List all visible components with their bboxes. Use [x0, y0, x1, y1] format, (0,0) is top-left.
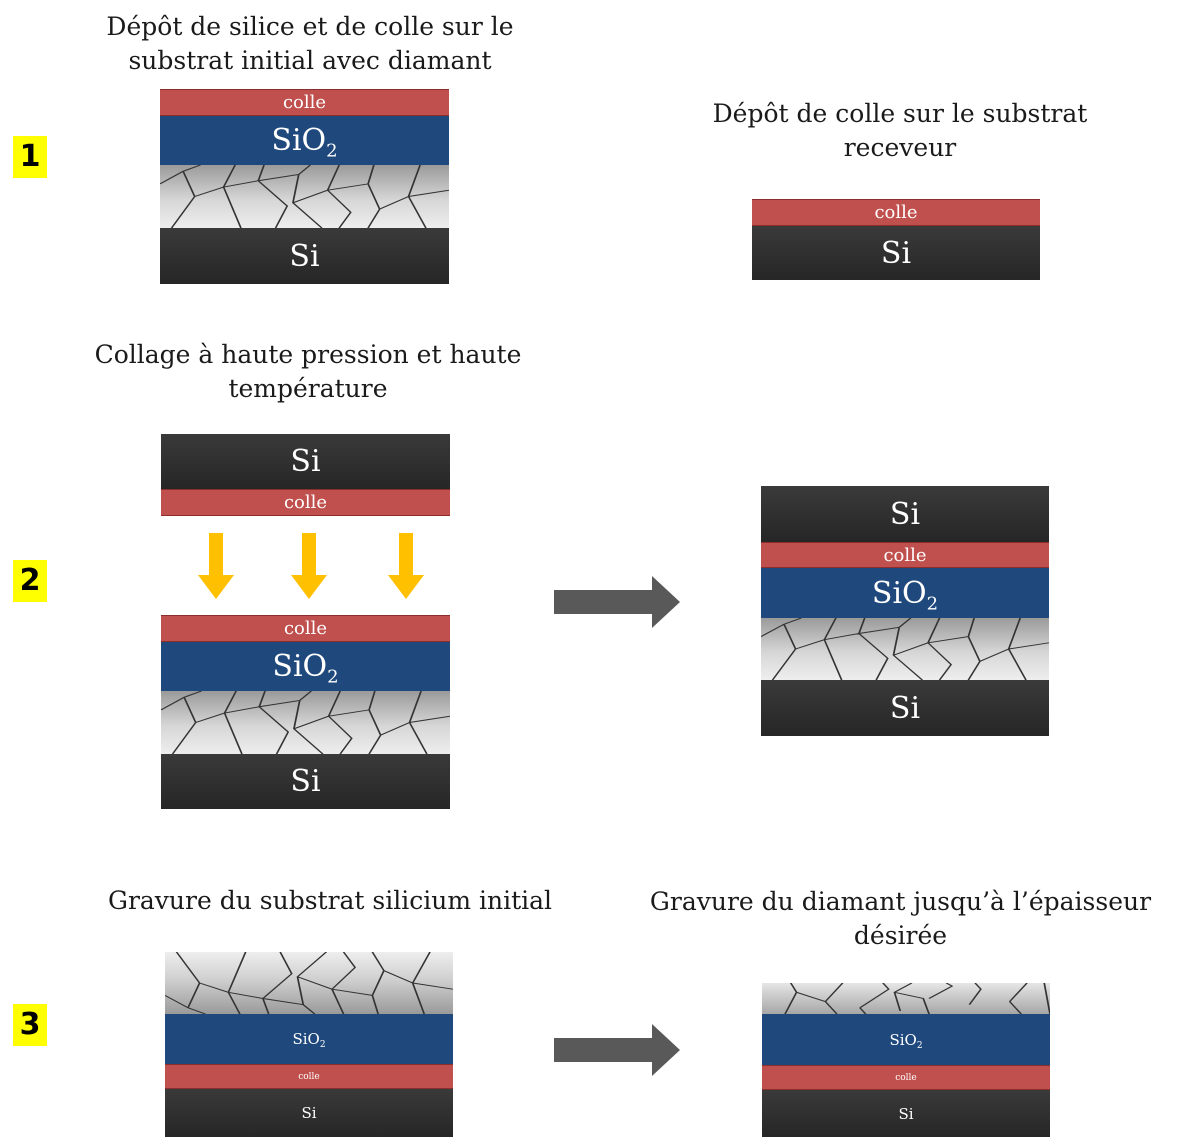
step3-right-caption: Gravure du diamant jusqu’à l’épaisseur d…: [620, 885, 1181, 953]
step1-left-caption: Dépôt de silice et de colle sur le subst…: [60, 10, 560, 78]
receiver-substrate-stack: colle Si: [752, 199, 1040, 280]
sio2-label: SiO2: [271, 123, 338, 162]
caption-line: Gravure du diamant jusqu’à l’épaisseur: [649, 887, 1152, 916]
caption-line: Dépôt de colle sur le substrat: [712, 99, 1088, 128]
caption-line: Dépôt de silice et de colle sur le: [106, 12, 514, 41]
diamond-layer: [761, 618, 1049, 680]
press-arrow-icon: [291, 533, 327, 599]
press-arrow-icon: [198, 533, 234, 599]
sio2-layer: SiO2: [762, 1014, 1050, 1065]
si-substrate-layer: Si: [761, 680, 1049, 736]
caption-line: désirée: [853, 921, 948, 950]
colle-layer: colle: [761, 542, 1049, 568]
bonded-stack: Si colle SiO2 Si: [761, 486, 1049, 736]
sio2-layer: SiO2: [160, 116, 449, 165]
caption-line: Collage à haute pression et haute: [94, 340, 522, 369]
sio2-layer: SiO2: [165, 1014, 453, 1064]
si-substrate-layer: Si: [761, 486, 1049, 542]
si-substrate-layer: Si: [161, 754, 450, 809]
step-badge-1: 1: [13, 136, 47, 178]
step-badge-2: 2: [13, 560, 47, 602]
initial-substrate-stack: colle SiO2 Si: [160, 89, 449, 284]
step3-left-caption: Gravure du substrat silicium initial: [70, 884, 590, 918]
colle-layer: colle: [762, 1065, 1050, 1090]
process-arrow-icon: [554, 576, 680, 628]
caption-line: substrat initial avec diamant: [128, 46, 492, 75]
diamond-grain-texture: [160, 165, 449, 228]
sio2-layer: SiO2: [161, 642, 450, 691]
sio2-label: SiO2: [272, 649, 339, 688]
si-substrate-layer: Si: [165, 1089, 453, 1137]
press-arrow-icon: [388, 533, 424, 599]
diamond-grain-texture: [165, 952, 453, 1014]
si-substrate-layer: Si: [752, 226, 1040, 280]
sio2-layer: SiO2: [761, 568, 1049, 618]
process-arrow-icon: [554, 1024, 680, 1076]
diamond-layer: [165, 952, 453, 1014]
colle-layer: colle: [160, 89, 449, 116]
step-badge-3: 3: [13, 1004, 47, 1046]
colle-layer: colle: [161, 615, 450, 642]
si-substrate-layer: Si: [160, 228, 449, 284]
diamond-layer: [762, 983, 1050, 1014]
colle-layer: colle: [161, 489, 450, 516]
step2-caption: Collage à haute pression et haute tempér…: [58, 338, 558, 406]
diamond-layer: [160, 165, 449, 228]
sio2-label: SiO2: [292, 1030, 326, 1051]
si-substrate-layer: Si: [762, 1090, 1050, 1137]
diamond-grain-texture: [784, 983, 1050, 1014]
thinned-diamond-stack: SiO2 colle Si: [762, 983, 1050, 1137]
flipped-receiver-stack: Si colle: [161, 434, 450, 516]
step1-right-caption: Dépôt de colle sur le substrat receveur: [650, 97, 1150, 165]
caption-line: Gravure du substrat silicium initial: [107, 886, 553, 915]
diamond-layer: [161, 691, 450, 754]
si-substrate-layer: Si: [161, 434, 450, 489]
colle-layer: colle: [165, 1064, 453, 1089]
diamond-grain-texture: [161, 691, 450, 754]
diamond-grain-texture: [761, 618, 1049, 680]
sio2-label: SiO2: [871, 575, 939, 614]
colle-layer: colle: [752, 199, 1040, 226]
etched-si-stack: SiO2 colle Si: [165, 952, 453, 1137]
caption-line: receveur: [843, 133, 957, 162]
sio2-label: SiO2: [889, 1030, 923, 1051]
initial-substrate-stack: colle SiO2 Si: [161, 615, 450, 809]
caption-line: température: [228, 374, 388, 403]
